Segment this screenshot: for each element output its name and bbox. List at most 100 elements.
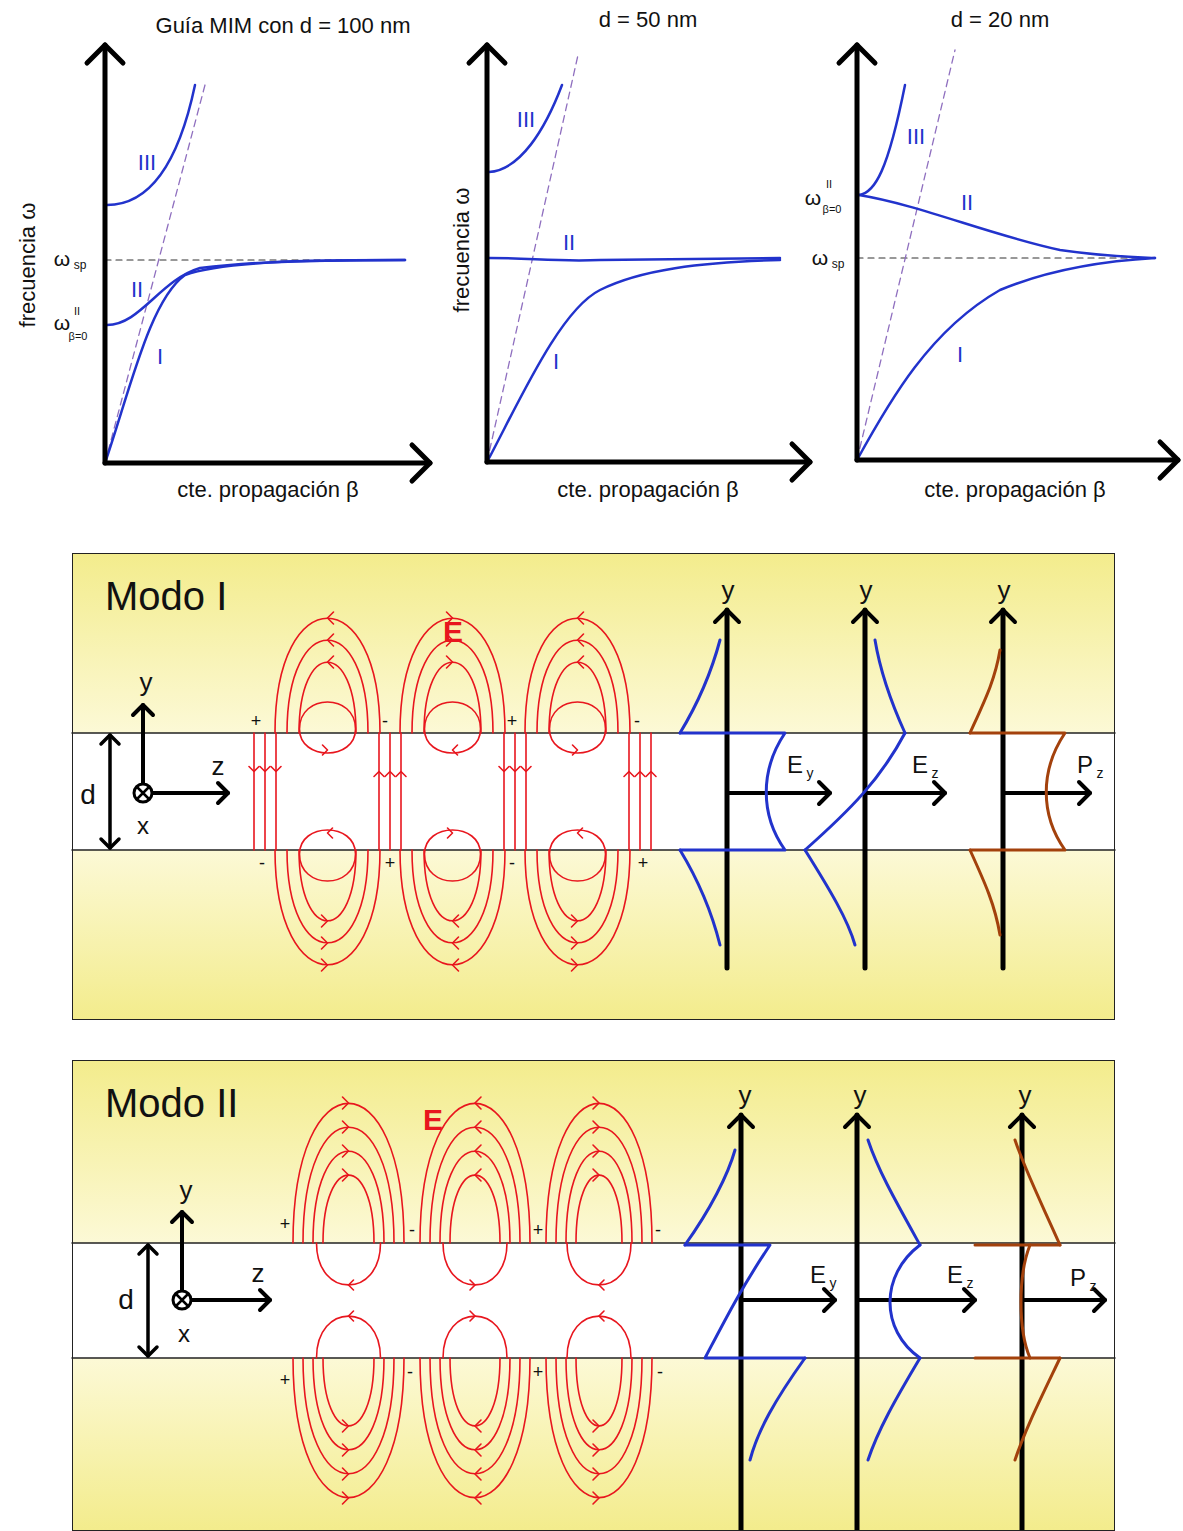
charge-sign: - bbox=[509, 854, 515, 872]
field-arrow bbox=[328, 634, 334, 646]
field-line bbox=[303, 1127, 394, 1243]
axis-line bbox=[141, 705, 145, 783]
axis-arrow bbox=[133, 705, 153, 715]
charge-sign: - bbox=[382, 712, 388, 730]
field-line bbox=[430, 1358, 520, 1474]
field-line bbox=[400, 733, 402, 850]
field-arrow bbox=[343, 1145, 349, 1157]
field-symbol: P bbox=[1070, 1266, 1086, 1290]
metal-layer bbox=[72, 1060, 1115, 1243]
mode-number: III bbox=[907, 126, 925, 148]
field-line bbox=[300, 702, 356, 753]
field-line bbox=[378, 733, 380, 850]
field-line bbox=[556, 1127, 642, 1243]
field-arrow bbox=[470, 1280, 475, 1290]
axis-line bbox=[485, 45, 490, 462]
field-arrow bbox=[578, 634, 584, 646]
field-profile bbox=[685, 1245, 805, 1358]
profile-axis bbox=[739, 1115, 744, 1531]
dimension-line bbox=[146, 1245, 150, 1356]
field-line bbox=[443, 1243, 507, 1285]
field-arrow bbox=[572, 959, 578, 971]
field-line bbox=[303, 1358, 394, 1474]
field-line bbox=[628, 733, 630, 850]
axis-line bbox=[487, 460, 810, 465]
surface-plasmon-line bbox=[857, 257, 1155, 258]
charge-sign: - bbox=[409, 1221, 415, 1239]
axis-superscript: II bbox=[826, 179, 832, 190]
field-arrow bbox=[343, 1444, 349, 1456]
field-line bbox=[650, 733, 652, 850]
axis-letter: y bbox=[1019, 1082, 1032, 1108]
field-profile bbox=[875, 640, 905, 733]
field-line bbox=[420, 1103, 530, 1243]
axis-arrow bbox=[715, 610, 739, 622]
field-arrow bbox=[572, 937, 578, 949]
field-arrow bbox=[343, 1121, 349, 1133]
axis-arrow bbox=[1010, 1115, 1034, 1127]
dispersion-curve bbox=[487, 260, 780, 462]
axis-arrow bbox=[964, 1289, 975, 1311]
field-profile bbox=[970, 650, 1000, 733]
mode-panel: Modo II bbox=[72, 1060, 1115, 1531]
interface-line bbox=[72, 732, 1115, 734]
field-arrow bbox=[447, 656, 453, 668]
axis-arrow bbox=[412, 445, 430, 481]
field-line bbox=[425, 830, 481, 881]
field-line bbox=[253, 733, 255, 850]
field-label: E bbox=[423, 1105, 443, 1135]
field-line bbox=[550, 830, 606, 881]
field-profile bbox=[975, 1357, 1060, 1360]
field-line bbox=[503, 733, 505, 850]
axis-arrow bbox=[853, 610, 877, 622]
field-line bbox=[566, 1358, 632, 1450]
field-line bbox=[549, 850, 606, 921]
axis-symbol: ω bbox=[54, 312, 70, 333]
field-arrow bbox=[249, 767, 259, 772]
axis-superscript: II bbox=[74, 306, 80, 317]
axis-line bbox=[192, 1298, 270, 1302]
profile-axis bbox=[857, 1298, 975, 1302]
axis-arrow bbox=[1160, 442, 1178, 478]
field-line bbox=[424, 662, 481, 733]
field-arrow bbox=[572, 915, 578, 927]
profile-axis bbox=[1022, 1298, 1105, 1302]
field-line bbox=[525, 850, 630, 965]
mode-number: I bbox=[553, 351, 559, 373]
axis-subscript: sp bbox=[832, 258, 845, 270]
field-line bbox=[412, 850, 493, 943]
field-line bbox=[549, 662, 606, 733]
dispersion-curve bbox=[107, 260, 405, 325]
field-arrow bbox=[475, 1492, 481, 1504]
light-line bbox=[857, 50, 955, 460]
field-arrow bbox=[323, 745, 328, 755]
charge-sign: + bbox=[385, 854, 396, 872]
field-arrow bbox=[593, 1145, 599, 1157]
field-line bbox=[313, 1151, 384, 1243]
field-arrow bbox=[260, 767, 270, 772]
plot-title: d = 20 nm bbox=[951, 9, 1049, 31]
field-line bbox=[440, 1358, 510, 1450]
field-arrow bbox=[328, 612, 334, 624]
axis-line bbox=[855, 45, 860, 460]
field-line bbox=[287, 640, 368, 733]
field-arrow bbox=[624, 772, 634, 777]
field-line bbox=[537, 640, 618, 733]
field-line bbox=[323, 1175, 374, 1243]
field-profile bbox=[1021, 1245, 1030, 1358]
axis-arrow bbox=[1079, 782, 1090, 804]
field-arrow bbox=[578, 828, 583, 838]
dispersion-curve bbox=[859, 85, 905, 195]
field-arrow bbox=[635, 772, 645, 777]
charge-sign: + bbox=[533, 1221, 544, 1239]
axis-letter: x bbox=[137, 814, 149, 838]
field-line bbox=[450, 1358, 500, 1426]
field-arrow bbox=[510, 767, 520, 772]
field-profile bbox=[970, 733, 1065, 850]
axis-letter: y bbox=[860, 577, 873, 603]
charge-sign: - bbox=[634, 712, 640, 730]
field-line bbox=[567, 1243, 631, 1285]
dispersion-curve bbox=[105, 260, 405, 463]
field-arrow bbox=[593, 1444, 599, 1456]
dispersion-curve bbox=[489, 258, 780, 261]
